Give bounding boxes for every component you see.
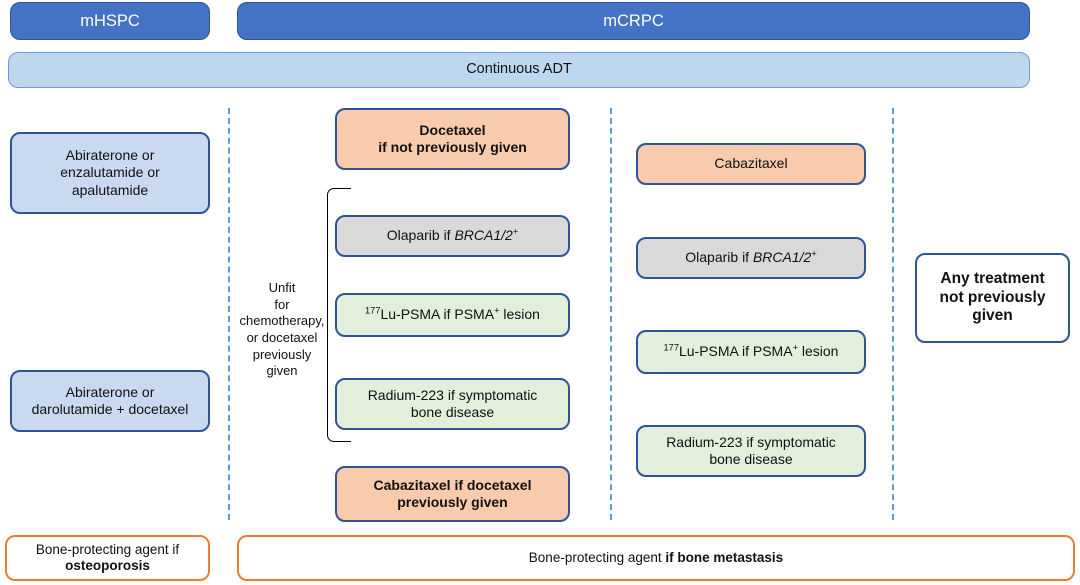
cabazitaxel-first-line1: Cabazitaxel if docetaxel [373,476,532,493]
mhspc-triplet-line2: darolutamide + docetaxel [31,401,189,417]
box-cabazitaxel-first-line: Cabazitaxel if docetaxel previously give… [335,466,570,522]
box-radium223-second-line: Radium-223 if symptomatic bone disease [636,425,866,477]
olaparib-second-sup: + [811,248,817,259]
header-banner-mhspc: mHSPC [10,2,210,40]
osteoporosis-normal-text: Bone-protecting agent if [35,541,180,557]
lupsma-second-prefix: Lu-PSMA if PSMA [678,343,793,360]
radium-second-line2: bone disease [709,451,793,467]
olaparib-first-sup: + [512,226,519,237]
olaparib-second-gene: BRCA1/2 [752,249,812,266]
unfit-line-6: given [266,363,298,379]
divider-firstline-secondline [610,108,612,520]
continuous-adt-bar: Continuous ADT [8,52,1030,88]
cabazitaxel-first-line2: previously given [397,494,508,510]
grouping-bracket [327,188,351,442]
divider-secondline-laterline [892,108,894,520]
bar-bone-protecting-agent-osteoporosis: Bone-protecting agent if osteoporosis [5,535,210,581]
bone-metastasis-normal-text: Bone-protecting agent [528,549,666,565]
olaparib-second-prefix: Olaparib if [685,249,753,266]
box-mhspc-arpi: Abiraterone or enzalutamide or apalutami… [10,132,210,214]
divider-mhspc-mcrpc [228,108,230,520]
any-treatment-line3: given [972,307,1013,325]
box-lupsma-first-line: 177Lu-PSMA if PSMA+ lesion [335,293,570,337]
continuous-adt-label: Continuous ADT [466,61,572,78]
cabazitaxel-second-label: Cabazitaxel [714,155,788,172]
lupsma-second-isotope: 177 [663,342,679,353]
olaparib-first-prefix: Olaparib if [386,227,455,244]
osteoporosis-bold-text: osteoporosis [65,558,150,573]
unfit-for-chemotherapy-label: Unfit for chemotherapy, or docetaxel pre… [238,280,326,380]
bone-metastasis-bold-text: if bone metastasis [665,549,784,565]
header-mhspc-label: mHSPC [80,11,140,30]
box-docetaxel-first-line: Docetaxel if not previously given [335,108,570,170]
mhspc-arpi-line1: Abiraterone or [65,147,155,164]
box-olaparib-first-line: Olaparib if BRCA1/2+ [335,215,570,257]
docetaxel-line2: if not previously given [378,139,527,155]
box-any-treatment-not-previously-given: Any treatment not previously given [915,253,1070,343]
unfit-line-3: chemotherapy, [239,313,325,329]
radium-second-line1: Radium-223 if symptomatic [666,433,836,450]
radium-first-line2: bone disease [410,404,495,420]
lupsma-first-prefix: Lu-PSMA if PSMA [380,306,495,323]
docetaxel-line1: Docetaxel [419,121,486,138]
lupsma-first-suffix: lesion [499,306,540,323]
radium-first-line1: Radium-223 if symptomatic [367,386,538,403]
unfit-line-5: previously [252,346,312,362]
any-treatment-line2: not previously [939,288,1046,306]
box-cabazitaxel-second-line: Cabazitaxel [636,143,866,185]
lupsma-second-sup: + [792,342,798,353]
olaparib-first-gene: BRCA1/2 [454,227,513,244]
header-mcrpc-label: mCRPC [603,11,664,30]
unfit-line-4: or docetaxel [246,329,318,345]
lupsma-first-isotope: 177 [365,305,381,316]
unfit-line-1: Unfit [268,280,296,295]
mhspc-arpi-line2: enzalutamide or [60,164,160,181]
lupsma-first-sup: + [494,305,500,316]
bar-bone-protecting-agent-bone-metastasis: Bone-protecting agent if bone metastasis [237,535,1075,581]
lupsma-second-suffix: lesion [797,343,839,360]
box-lupsma-second-line: 177Lu-PSMA if PSMA+ lesion [636,330,866,374]
box-mhspc-triplet: Abiraterone or darolutamide + docetaxel [10,370,210,432]
box-radium223-first-line: Radium-223 if symptomatic bone disease [335,378,570,430]
header-banner-mcrpc: mCRPC [237,2,1030,40]
unfit-line-2: for [274,296,290,312]
mhspc-arpi-line3: apalutamide [71,181,149,198]
mhspc-triplet-line1: Abiraterone or [65,383,155,400]
box-olaparib-second-line: Olaparib if BRCA1/2+ [636,237,866,279]
any-treatment-line1: Any treatment [940,269,1045,287]
